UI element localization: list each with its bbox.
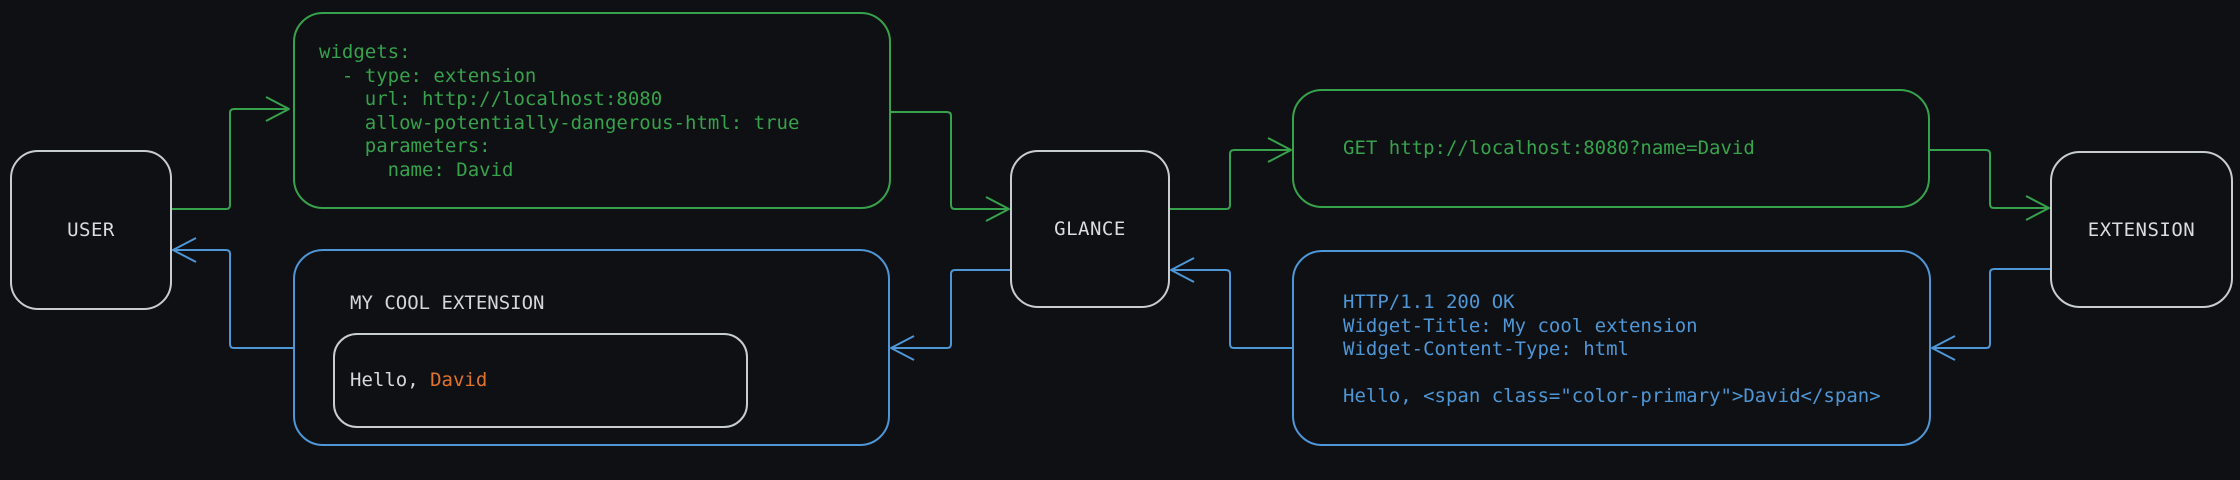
node-extension: EXTENSION xyxy=(2050,151,2233,308)
arrowhead-config-to-glance-icon xyxy=(985,196,1010,222)
wire-extension-to-response xyxy=(1933,268,2050,349)
response-line: HTTP/1.1 200 OK xyxy=(1343,291,1515,313)
response-line: Widget-Content-Type: html xyxy=(1343,338,1629,360)
wire-config-to-glance xyxy=(891,111,1008,210)
arrowhead-widget-to-user-icon xyxy=(172,237,197,263)
config-line: name: David xyxy=(319,158,514,181)
arrowhead-response-to-glance-icon xyxy=(1170,257,1195,283)
message-http-response: HTTP/1.1 200 OK Widget-Title: My cool ex… xyxy=(1292,250,1931,446)
config-line: widgets: xyxy=(319,41,411,63)
config-line: parameters: xyxy=(319,135,491,157)
response-line xyxy=(1343,362,1929,386)
request-line: GET http://localhost:8080?name=David xyxy=(1343,136,1755,159)
config-line: url: http://localhost:8080 xyxy=(319,88,663,110)
node-user: USER xyxy=(10,150,172,310)
wire-glance-to-request xyxy=(1170,149,1290,210)
wire-response-to-glance xyxy=(1172,269,1292,349)
arrowhead-extension-to-response-icon xyxy=(1931,335,1956,361)
widget-title: MY COOL EXTENSION xyxy=(350,292,545,314)
greeting-prefix: Hello, xyxy=(350,368,431,391)
node-extension-label: EXTENSION xyxy=(2087,218,2196,241)
widget-greeting-box: Hello, David xyxy=(333,333,748,428)
message-rendered-widget: MY COOL EXTENSION Hello, David xyxy=(293,249,890,446)
greeting-name: David xyxy=(430,368,488,391)
wire-request-to-extension xyxy=(1930,149,2048,209)
wire-glance-to-widget xyxy=(892,269,1010,349)
arrowhead-glance-to-request-icon xyxy=(1267,137,1292,163)
node-user-label: USER xyxy=(67,219,115,241)
config-line: allow-potentially-dangerous-html: true xyxy=(319,111,800,134)
wire-user-to-config xyxy=(172,108,288,210)
node-glance: GLANCE xyxy=(1010,150,1170,308)
config-line: - type: extension xyxy=(319,64,537,87)
arrowhead-user-to-config-icon xyxy=(265,96,290,122)
message-config-yaml: widgets: - type: extension url: http://l… xyxy=(293,12,891,209)
arrowhead-glance-to-widget-icon xyxy=(890,335,915,361)
response-line: Widget-Title: My cool extension xyxy=(1343,314,1698,337)
arrowhead-request-to-extension-icon xyxy=(2025,195,2050,221)
message-get-request: GET http://localhost:8080?name=David xyxy=(1292,89,1930,208)
node-glance-label: GLANCE xyxy=(1054,218,1126,240)
wire-widget-to-user xyxy=(174,249,293,349)
response-line: Hello, <span class="color-primary">David… xyxy=(1343,385,1881,407)
